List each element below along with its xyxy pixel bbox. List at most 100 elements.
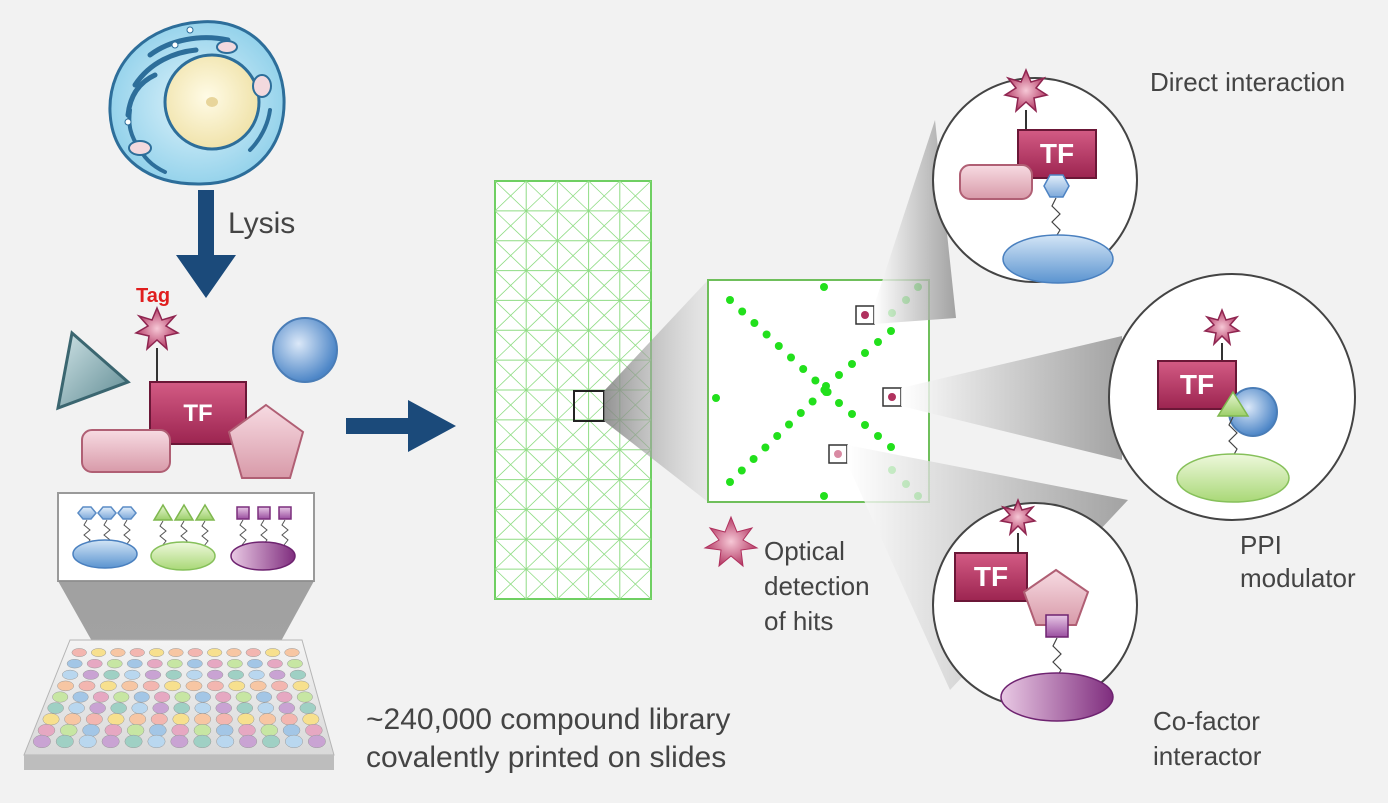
compound-spot [131,702,148,714]
array-spot [822,382,830,390]
compound-inset [57,492,315,582]
compound-spot [248,669,265,680]
square-compounds [230,506,296,571]
ppi-line2: modulator [1240,563,1356,593]
circle-ppi-modulator: TF [1108,273,1356,521]
compound-spot [124,669,141,680]
compound-spot [82,669,99,680]
compound-spot [42,713,60,726]
array-spot [787,353,795,362]
compound-spot [206,680,224,692]
compound-spot [104,724,123,737]
compound-spot [106,659,123,669]
direct-interaction-label: Direct interaction [1150,67,1346,97]
grid-diagonal [557,300,589,331]
blue-ball-protein [272,317,338,383]
hit-spot-cofactor [834,450,842,458]
compound-spot [289,669,307,680]
hexagon-compound [1043,174,1070,198]
grid-diagonal [588,509,621,540]
compound-spot [110,648,126,657]
grid-diagonal [494,270,527,301]
compound-spot [154,691,171,703]
grid-diagonal [619,329,652,361]
compound-spot [168,648,184,657]
compound-spot [265,648,281,657]
tag-star-icon [133,306,181,351]
compound-spot [150,713,168,726]
grid-diagonal [525,329,558,361]
compound-spot [186,669,203,680]
tag-label: Tag [136,285,171,307]
grid-diagonal [494,240,527,271]
compound-spot [227,669,244,680]
grid-diagonal [588,479,621,510]
compound-spot [144,669,162,680]
grid-diagonal [619,449,652,480]
compound-spot [269,669,286,680]
compound-spot [194,713,212,726]
compound-spot [142,680,160,692]
array-spot [822,388,830,396]
circle-direct-interaction: TF [932,68,1138,284]
zoom-cone-array [604,280,708,502]
grid-diagonal [588,240,621,271]
compound-spot [164,680,181,692]
grid-diagonal [525,359,558,391]
grid-diagonal [619,300,652,331]
array-spot [874,338,882,346]
compound-spot [193,724,212,737]
compound-spot [236,702,254,714]
grid-diagonal [525,479,558,510]
array-spot [874,432,882,440]
grid-diagonal [494,538,527,570]
grid-diagonal [525,389,558,421]
compound-spot [47,702,64,714]
triangle-compound [1216,390,1250,417]
compound-spot [299,702,317,714]
grid-diagonal [557,568,589,600]
compound-spot [238,724,256,737]
compound-spot [121,680,139,692]
compound-spot [296,691,313,703]
compound-spot [260,724,279,737]
grid-diagonal [619,538,652,570]
circle-cofactor-interactor: TF [932,497,1138,722]
optical-detection-star-icon [703,515,759,568]
tf-box [1157,360,1237,410]
compound-spot [92,691,109,703]
compound-spot [82,724,100,737]
grid-diagonal [588,449,621,480]
grid-diagonal [588,359,621,391]
compound-spot [90,648,107,657]
grid-diagonal [619,180,652,212]
array-spot [774,342,783,350]
grid-diagonal [494,509,527,540]
grid-diagonal [525,449,558,480]
compound-spot [207,659,223,669]
optical-line3: of hits [764,606,834,636]
compound-spot [305,724,323,737]
microarray-grid [494,180,652,600]
array-spot [738,307,747,316]
array-spot [887,327,895,335]
compound-spot [85,713,103,726]
compound-slide [23,639,335,770]
compound-spot [307,734,326,749]
compound-spot [62,669,79,680]
array-spot [785,420,793,429]
grid-diagonal [525,568,558,600]
grid-diagonal [588,210,621,242]
compound-spot [72,691,89,703]
compound-spot [276,691,293,703]
compound-spot [149,724,167,737]
compound-spot [216,724,234,737]
compound-spot [172,713,190,726]
zoom-spots [712,283,922,500]
compound-spot [278,702,296,714]
compound-spot [237,713,255,726]
compound-spot [284,648,300,657]
compound-spot [64,713,82,726]
compound-spot [71,648,87,657]
